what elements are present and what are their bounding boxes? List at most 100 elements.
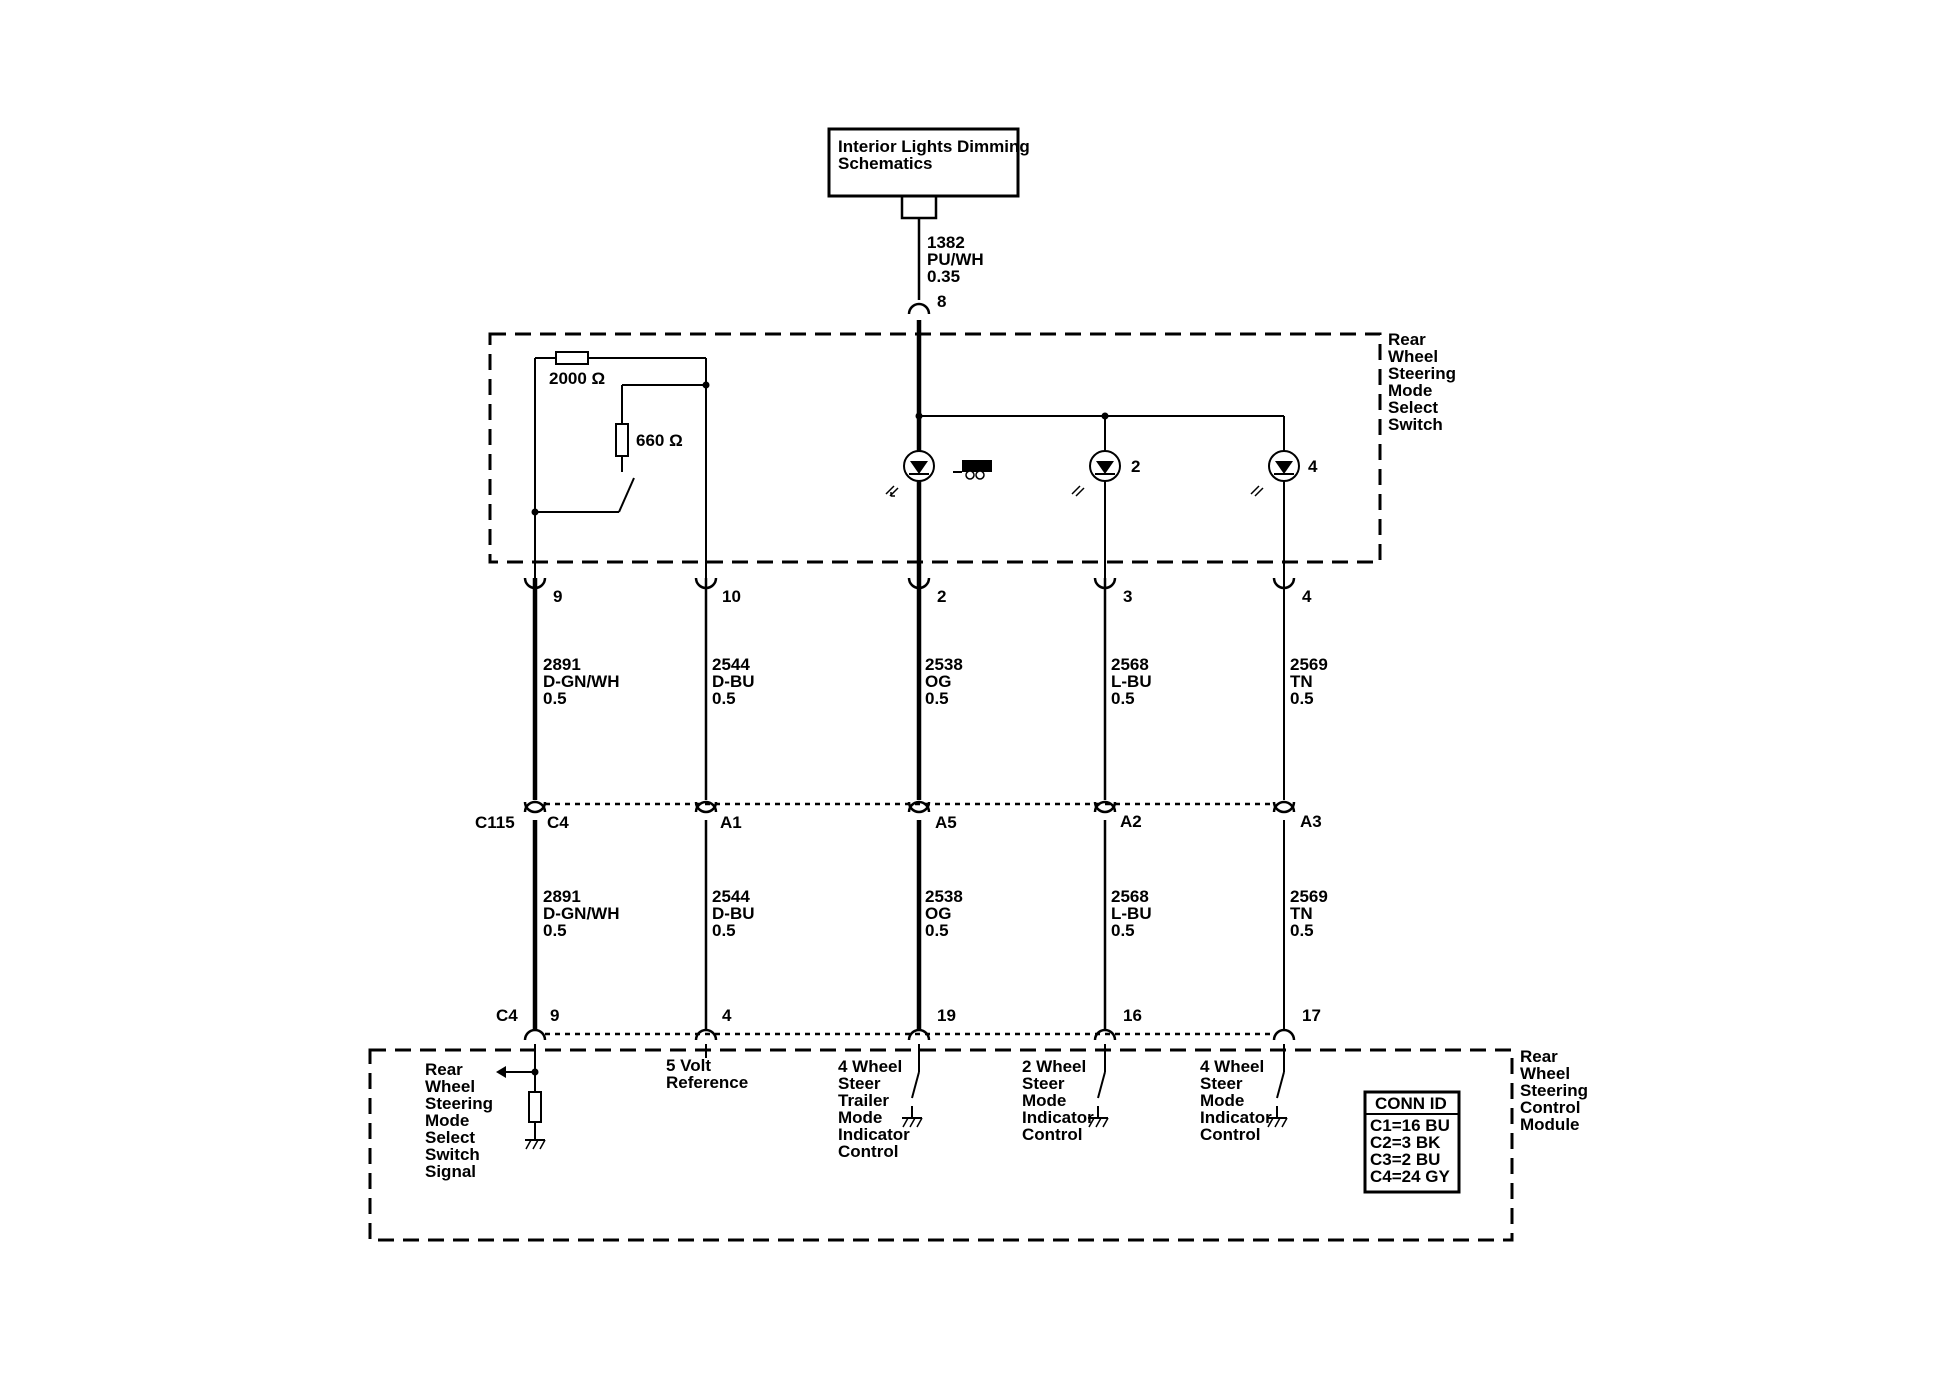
svg-text:TN: TN — [1290, 672, 1313, 691]
svg-text:0.5: 0.5 — [1290, 921, 1314, 940]
conn-id-title: CONN ID — [1375, 1094, 1447, 1113]
svg-text:Mode: Mode — [1200, 1091, 1244, 1110]
signal-input-circuit — [496, 1044, 546, 1150]
two-wheel-indicator-driver — [1088, 1044, 1109, 1128]
switch-pin-4: 4 — [1302, 587, 1312, 606]
pin-8-label: 8 — [937, 292, 946, 311]
switch-pin-3: 3 — [1123, 587, 1132, 606]
trailer-icon — [953, 460, 992, 480]
svg-text:Steer: Steer — [1022, 1074, 1065, 1093]
led-4-label: 4 — [1308, 457, 1318, 476]
resistor-660-label: 660 Ω — [636, 431, 683, 450]
c115-pin-c4: C4 — [547, 813, 569, 832]
svg-text:Rear: Rear — [1520, 1047, 1558, 1066]
c4-pin-9: 9 — [550, 1006, 559, 1025]
svg-text:4 Wheel: 4 Wheel — [838, 1057, 902, 1076]
svg-text:D-GN/WH: D-GN/WH — [543, 904, 619, 923]
svg-text:2569: 2569 — [1290, 655, 1328, 674]
resistor-2000 — [555, 351, 589, 365]
svg-text:5 Volt: 5 Volt — [666, 1056, 711, 1075]
four-wheel-indicator-driver — [1267, 1044, 1288, 1128]
conn-id-row-c3: C3=2 BU — [1370, 1150, 1440, 1169]
svg-text:Rear: Rear — [1388, 330, 1426, 349]
signal-label-mode-select: Rear Wheel Steering Mode Select Switch S… — [425, 1060, 493, 1181]
svg-text:Rear: Rear — [425, 1060, 463, 1079]
svg-text:0.5: 0.5 — [543, 689, 567, 708]
svg-text:Steering: Steering — [1388, 364, 1456, 383]
svg-text:0.5: 0.5 — [712, 689, 736, 708]
wire-columns — [532, 596, 1285, 1030]
svg-text:Mode: Mode — [1022, 1091, 1066, 1110]
switch-connector-terminals — [523, 577, 1296, 596]
four-wheel-led-icon — [1250, 450, 1300, 497]
switch-pin-2: 2 — [937, 587, 946, 606]
mode-select-switch-box — [488, 332, 1382, 564]
svg-text:Steer: Steer — [838, 1074, 881, 1093]
svg-text:Trailer: Trailer — [838, 1091, 889, 1110]
mode-select-switch-name: Rear Wheel Steering Mode Select Switch — [1388, 330, 1456, 434]
svg-text:D-BU: D-BU — [712, 904, 755, 923]
signal-label-5v-reference: 5 Volt Reference — [666, 1056, 748, 1092]
svg-text:Steering: Steering — [425, 1094, 493, 1113]
trailer-indicator-driver — [902, 1044, 923, 1128]
svg-text:D-BU: D-BU — [712, 672, 755, 691]
svg-text:OG: OG — [925, 672, 951, 691]
svg-text:2891: 2891 — [543, 655, 581, 674]
pin-8-terminal — [907, 302, 931, 315]
interior-lights-dimming-reference[interactable]: Interior Lights Dimming Schematics — [827, 127, 1030, 198]
svg-text:Wheel: Wheel — [425, 1077, 475, 1096]
c115-pin-a2: A2 — [1120, 812, 1142, 831]
c4-pin-4: 4 — [722, 1006, 732, 1025]
c4-terminals — [523, 1028, 1296, 1041]
svg-text:Switch: Switch — [1388, 415, 1443, 434]
svg-text:Switch: Switch — [425, 1145, 480, 1164]
wire-1382-circuit: 1382 — [927, 233, 965, 252]
svg-text:0.5: 0.5 — [1111, 689, 1135, 708]
svg-text:0.5: 0.5 — [925, 921, 949, 940]
conn-id-row-c4: C4=24 GY — [1370, 1167, 1451, 1186]
signal-label-two-wheel-indicator: 2 Wheel Steer Mode Indicator Control — [1022, 1057, 1094, 1144]
switch-pin-9: 9 — [553, 587, 562, 606]
svg-text:Steering: Steering — [1520, 1081, 1588, 1100]
svg-text:2538: 2538 — [925, 655, 963, 674]
c115-label: C115 — [475, 813, 515, 832]
svg-text:TN: TN — [1290, 904, 1313, 923]
svg-text:Indicator: Indicator — [838, 1125, 910, 1144]
resistor-network — [531, 351, 710, 578]
ref-box-line2: Schematics — [838, 154, 933, 173]
svg-text:L-BU: L-BU — [1111, 672, 1152, 691]
svg-text:0.5: 0.5 — [925, 689, 949, 708]
switch-pin-10: 10 — [722, 587, 741, 606]
c4-pin-16: 16 — [1123, 1006, 1142, 1025]
svg-text:Control: Control — [1200, 1125, 1260, 1144]
ref-box-connector-stub — [900, 196, 938, 220]
c115-pin-a3: A3 — [1300, 812, 1322, 831]
control-module-name: Rear Wheel Steering Control Module — [1520, 1047, 1588, 1134]
signal-label-trailer-indicator: 4 Wheel Steer Trailer Mode Indicator Con… — [838, 1057, 910, 1161]
svg-text:L-BU: L-BU — [1111, 904, 1152, 923]
svg-text:Mode: Mode — [425, 1111, 469, 1130]
svg-text:OG: OG — [925, 904, 951, 923]
lower-wire-labels: 2891 D-GN/WH 0.5 2544 D-BU 0.5 2538 OG 0… — [543, 887, 1328, 940]
svg-text:Control: Control — [1022, 1125, 1082, 1144]
c115-pin-a5: A5 — [935, 813, 957, 832]
svg-text:Indicator: Indicator — [1022, 1108, 1094, 1127]
c4-pin-19: 19 — [937, 1006, 956, 1025]
upper-wire-labels: 2891 D-GN/WH 0.5 2544 D-BU 0.5 2538 OG 0… — [543, 655, 1328, 708]
svg-text:Indicator: Indicator — [1200, 1108, 1272, 1127]
svg-text:0.5: 0.5 — [543, 921, 567, 940]
conn-id-row-c1: C1=16 BU — [1370, 1116, 1450, 1135]
svg-text:2 Wheel: 2 Wheel — [1022, 1057, 1086, 1076]
wire-1382-color: PU/WH — [927, 250, 984, 269]
c115-pin-a1: A1 — [720, 813, 742, 832]
svg-text:2544: 2544 — [712, 655, 750, 674]
signal-label-four-wheel-indicator: 4 Wheel Steer Mode Indicator Control — [1200, 1057, 1272, 1144]
svg-text:Mode: Mode — [1388, 381, 1432, 400]
ref-box-line1: Interior Lights Dimming — [838, 137, 1030, 156]
svg-text:Reference: Reference — [666, 1073, 748, 1092]
svg-text:Steer: Steer — [1200, 1074, 1243, 1093]
c115-terminals — [523, 800, 1296, 814]
svg-text:2568: 2568 — [1111, 887, 1149, 906]
svg-text:Wheel: Wheel — [1520, 1064, 1570, 1083]
